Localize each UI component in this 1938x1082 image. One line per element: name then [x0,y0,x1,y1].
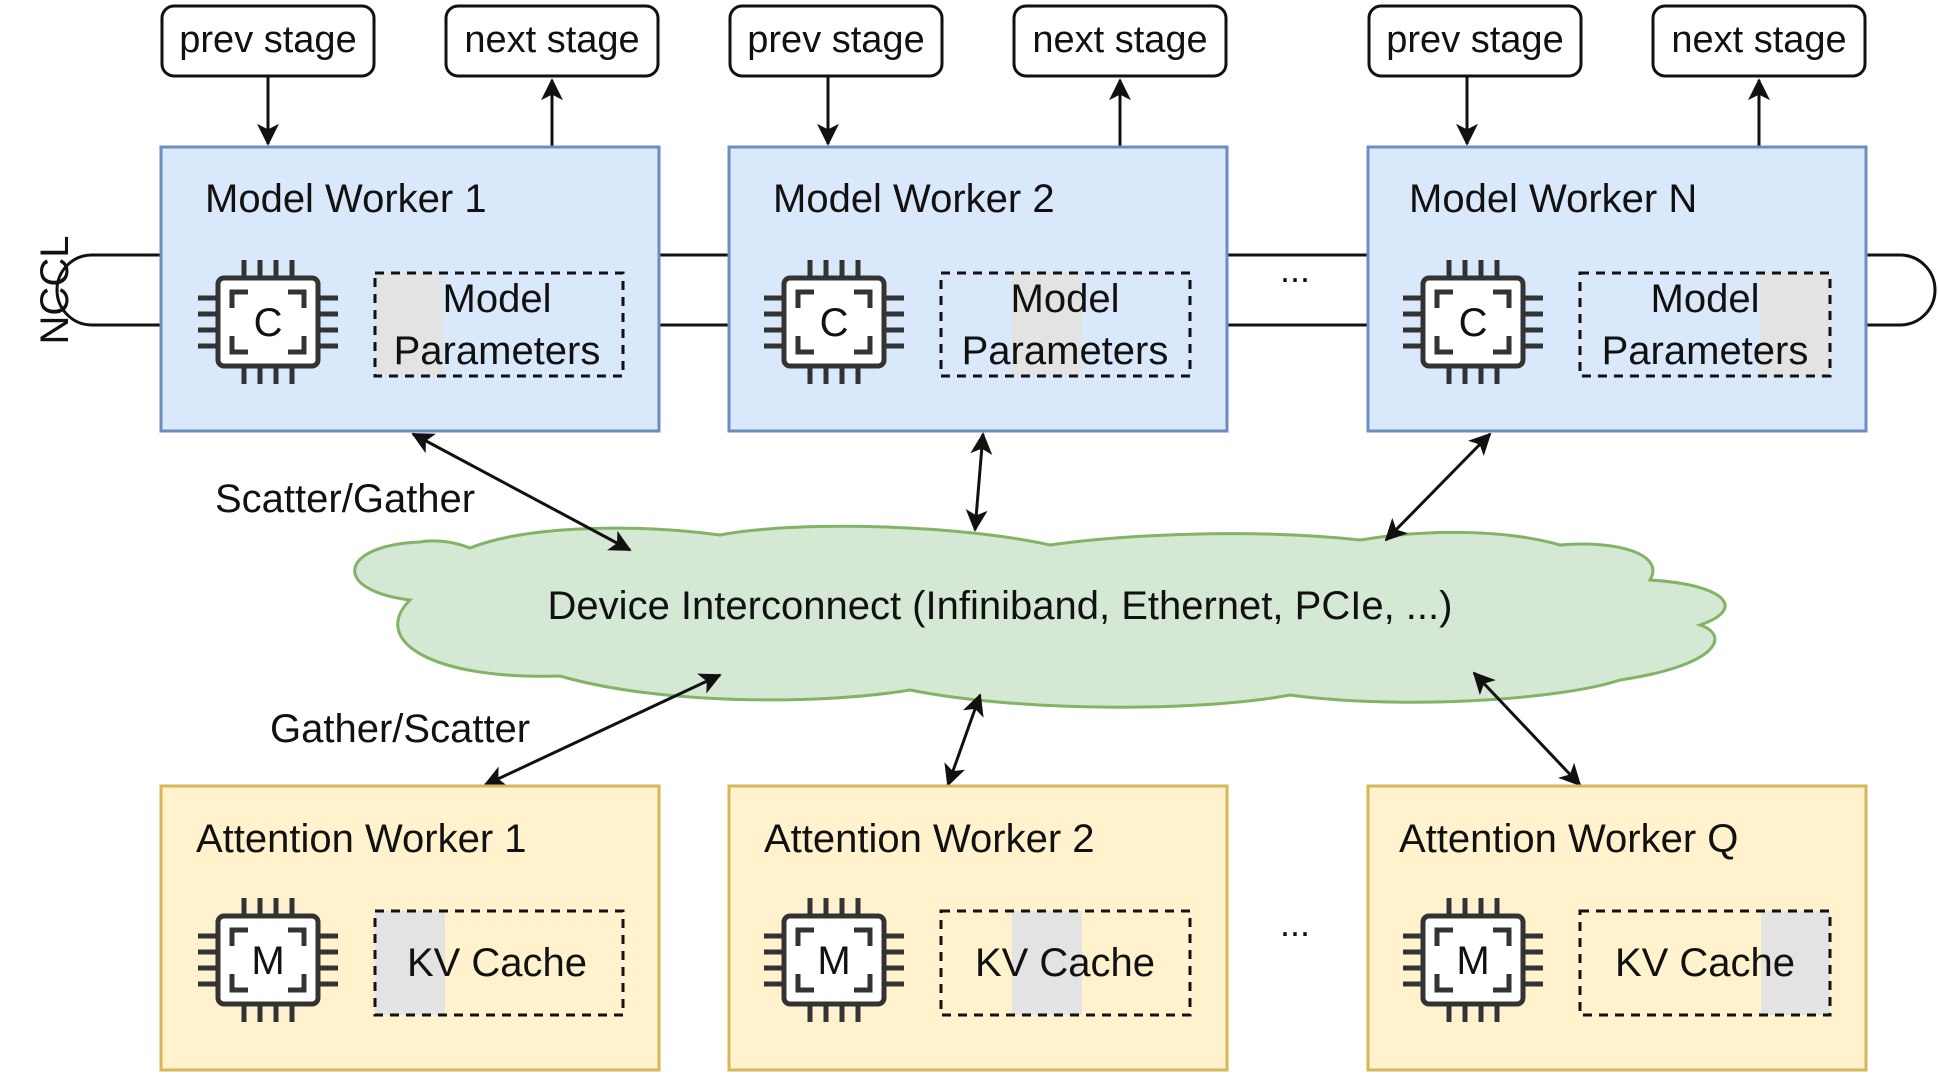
next-stage-box [444,4,660,78]
param-line2: Parameters [962,329,1169,373]
param-line1: Model [443,277,552,321]
memory-chip-icon: M [764,898,904,1022]
model-worker-title: Model Worker 2 [773,177,1055,221]
next-stage-label: next stage [1671,19,1846,61]
prev-stage-box [728,4,944,78]
cpu-chip-icon: C [1403,260,1543,384]
prev-stage-label: prev stage [179,19,356,61]
model-worker-1: prev stage next stage Model Worker 1 C M… [159,4,661,433]
arrow-cloud-aw1 [483,673,722,787]
prev-stage-label: prev stage [1386,19,1563,61]
chip-letter: C [254,301,283,345]
prev-stage-label: prev stage [747,19,924,61]
kv-cache-label: KV Cache [975,941,1155,985]
arrow-mwn-cloud [1384,432,1492,542]
chip-letter: C [820,301,849,345]
scatter-gather-label: Scatter/Gather [215,477,475,521]
interconnect-label: Device Interconnect (Infiniband, Etherne… [548,584,1453,628]
ellipsis-attention-workers: ... [1280,903,1310,944]
memory-chip-icon: M [198,898,338,1022]
chip-letter: M [251,939,284,983]
next-stage-box [1651,4,1867,78]
attention-worker-title: Attention Worker 1 [196,817,527,861]
nccl-label: NCCL [33,236,77,345]
kv-cache-label: KV Cache [1615,941,1795,985]
chip-letter: M [817,939,850,983]
param-line1: Model [1651,277,1760,321]
chip-letter: M [1456,939,1489,983]
arrow-mw2-cloud [965,432,993,532]
memory-chip-icon: M [1403,898,1543,1022]
gather-scatter-label: Gather/Scatter [270,707,530,751]
next-stage-label: next stage [1032,19,1207,61]
next-stage-label: next stage [464,19,639,61]
attention-worker-title: Attention Worker Q [1399,817,1738,861]
arrow-cloud-awq [1472,671,1582,787]
kv-cache-label: KV Cache [407,941,587,985]
arrow-cloud-aw2 [944,693,984,787]
next-stage-box [1012,4,1228,78]
cpu-chip-icon: C [764,260,904,384]
kv-cache-box [1578,909,1832,1017]
ellipsis-model-workers: ... [1280,249,1310,290]
attention-worker-1: Attention Worker 1 M KV Cache [159,784,661,1072]
param-line2: Parameters [1602,329,1809,373]
chip-letter: C [1459,301,1488,345]
nccl-ring [55,253,1937,327]
model-worker-title: Model Worker 1 [205,177,487,221]
param-line2: Parameters [394,329,601,373]
param-line1: Model [1011,277,1120,321]
prev-stage-box [1367,4,1583,78]
model-worker-title: Model Worker N [1409,177,1697,221]
model-worker-n: prev stage next stage Model Worker N C M… [1366,4,1868,433]
model-worker-2: prev stage next stage Model Worker 2 C M… [727,4,1229,433]
attention-worker-2: Attention Worker 2 M KV Cache [727,784,1229,1072]
cpu-chip-icon: C [198,260,338,384]
attention-worker-q: Attention Worker Q M KV Cache [1366,784,1868,1072]
arrow-mw1-cloud [411,432,632,552]
attention-worker-title: Attention Worker 2 [764,817,1095,861]
